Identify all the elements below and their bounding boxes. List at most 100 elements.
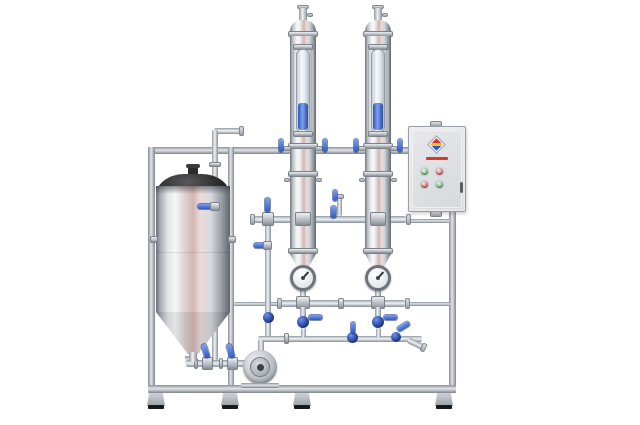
column2-dome [365,20,391,33]
pipe-b-mid-valve-handle [254,243,266,248]
tank-cone [156,312,230,354]
column1-drop-pipe [300,307,306,318]
pipe-b-valve-handle [265,198,270,212]
column1-drain-stub [301,328,306,338]
column2-drain-stub [376,328,381,338]
frame-foot [221,393,239,406]
indicator-light-red [421,181,428,188]
frame-mid-rail-lower-right [410,302,450,306]
sample-port-stub [337,198,342,216]
upper-manifold-cap-right [406,214,411,225]
bottom-pipe-valve-body [227,357,238,370]
indicator-lights [421,168,445,190]
tank-top-cap [186,164,200,168]
pressure-gauge-2 [365,265,391,291]
column2-port-valve-handle [398,139,402,152]
column1-fitting [316,178,322,182]
column1-level-indicator [298,103,308,130]
column1-band [288,143,318,149]
column1-port-stub-right [315,146,323,151]
column1-glass-rod [292,50,294,132]
column2-port-stub-left [358,146,366,151]
column2-top-nub [382,13,388,17]
lower-manifold-clamp [338,298,344,309]
tank-weld-seam [156,252,230,253]
column2-band [363,248,393,254]
column1-glass-bottom-plate [293,131,313,137]
column1-glass-rod [312,50,314,132]
foot-pad [294,405,310,409]
drain-outlet-valve-handle [396,320,411,333]
panel-door-handle [460,182,463,193]
foot-pad [436,405,452,409]
column1-fitting [284,178,290,182]
frame-left-post [148,147,155,393]
pipe-b-mid-valve-body [263,241,272,250]
column1-top-nub [307,13,313,17]
pipe-b-vertical [265,218,271,338]
column1-ball-valve-handle [309,315,322,320]
frame-right-post [449,147,456,393]
pipe-a-end-cap [239,126,244,136]
pump-hub [257,364,264,371]
gauge-hub [376,276,380,280]
upper-manifold-pipe [254,216,406,223]
column2-manifold-flange [370,212,386,226]
column2-band [363,171,393,177]
frame-mid-post [228,147,234,393]
lower-manifold-cap-left [277,298,282,309]
drain-line-ball-valve [347,332,358,343]
pipe-a-clamp [209,162,221,167]
bottom-pipe-valve-body [202,357,213,370]
column1-port-valve-handle [279,139,283,152]
drain-line-pipe [258,336,422,342]
frame-foot [147,393,165,406]
column2-fitting [391,178,397,182]
tank-bottom-pipe [186,360,262,367]
column2-port-stub-right [390,146,398,151]
column2-glass-rod [387,50,389,132]
column2-glass-bottom-plate [368,131,388,137]
gauge-hub [301,276,305,280]
pressure-gauge-1 [290,265,316,291]
frame-mid-rail-upper [406,219,450,223]
column1-ball-valve [297,316,309,328]
frame-foot [293,393,311,406]
column1-port-valve-handle [323,139,327,152]
column2-fitting [359,178,365,182]
pipe-a-top-elbow [214,128,240,134]
indicator-light-green [436,181,443,188]
column2-band [363,143,393,149]
tank-outlet-stub [189,352,197,362]
sample-port-valve-handle [333,190,337,201]
column1-band [288,171,318,177]
manifold-valve-handle [331,206,336,218]
panel-door-inset [412,130,462,208]
frame-mid-rail-lower-left [234,302,281,306]
column1-dome [290,20,316,33]
brand-wordmark [426,157,448,160]
drain-outlet-ball-valve [391,332,401,342]
pipe-a-valve-handle [198,204,212,209]
pipe-b-tee-clamp [262,212,274,226]
column2-drop-pipe [375,307,381,318]
column2-port-valve-handle [354,139,358,152]
frame-foot [435,393,453,406]
drain-line-clamp [284,333,289,344]
column1-manifold-flange [295,212,311,226]
column1-port-stub-left [283,146,291,151]
pump-riser [258,340,264,352]
tank-top-nub [188,167,198,176]
bottom-pipe-clamp [219,358,223,369]
column2-top-stub [374,8,382,21]
lower-manifold-cap-right [405,298,410,309]
pump-base [241,383,279,388]
column1-top-stub [299,8,307,21]
indicator-light-red [436,168,443,175]
column2-ball-valve-handle [384,315,397,320]
tank-bracket-left [150,236,158,243]
tank-shoulder-shade [156,186,230,194]
foot-pad [222,405,238,409]
tank-bracket-right [228,236,236,243]
